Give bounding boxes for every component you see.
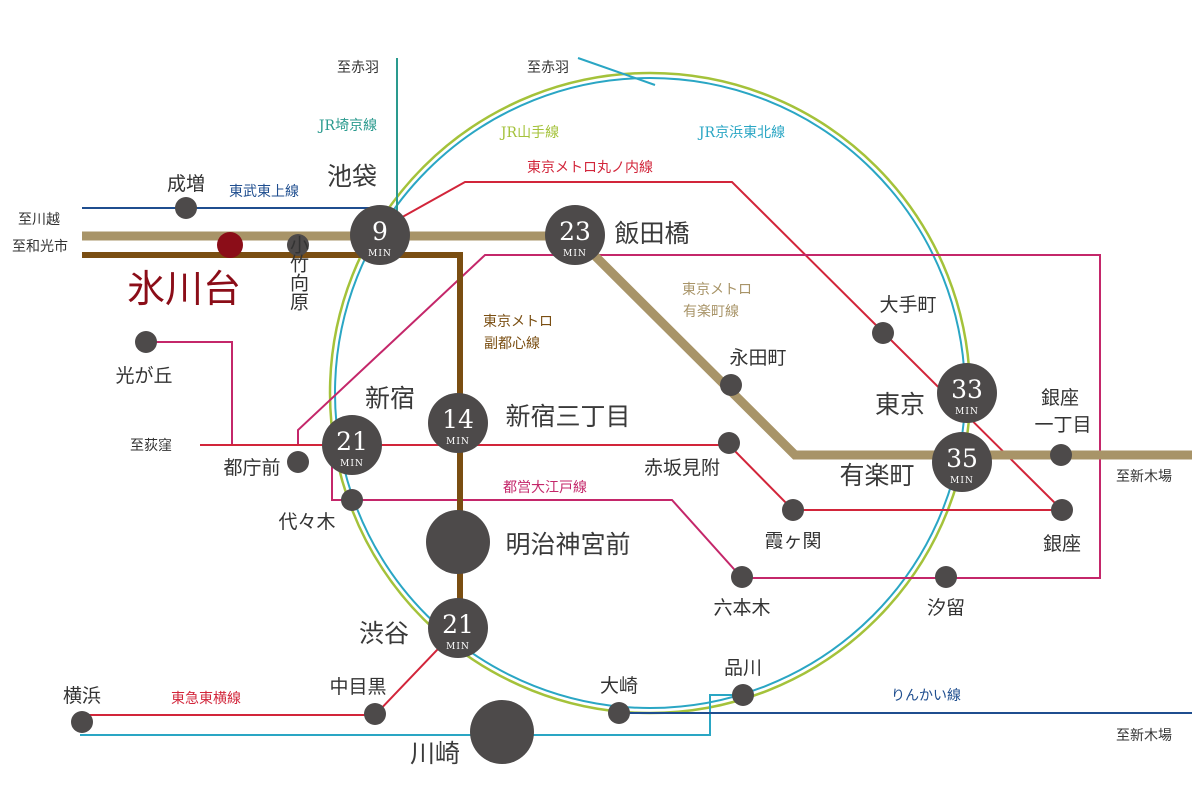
label-shinjuku-sanchome: 新宿三丁目 — [505, 402, 630, 431]
min-unit: MIN — [563, 249, 587, 259]
label-akasaka-mitsuke: 赤坂見附 — [644, 457, 720, 479]
line-label-rinkai: りんかい線 — [891, 688, 961, 704]
line-label-fukutoshin-2: 副都心線 — [484, 336, 540, 352]
label-shibuya: 渋谷 — [359, 619, 409, 648]
min-unit: MIN — [950, 476, 974, 486]
line-label-yurakucho-2: 有楽町線 — [683, 304, 739, 320]
label-ikebukuro: 池袋 — [327, 162, 377, 191]
marunouchi-line — [396, 181, 1063, 511]
minutes-tokyo: 33 — [951, 375, 983, 404]
label-yokohama: 横浜 — [63, 685, 101, 707]
line-label-fukutoshin-1: 東京メトロ — [483, 314, 553, 330]
station-otemachi — [872, 322, 894, 344]
station-shinjuku-badge: 21 MIN — [322, 415, 382, 475]
direction-shinkiba-yurakucho: 至新木場 — [1116, 469, 1172, 485]
label-ginza: 銀座 — [1043, 533, 1081, 555]
station-shiodome — [935, 566, 957, 588]
station-akasaka-mitsuke — [718, 432, 740, 454]
label-narimasu: 成増 — [167, 173, 205, 195]
home-station-label: 氷川台 — [127, 267, 241, 311]
station-yoyogi — [341, 489, 363, 511]
station-tochomae — [287, 451, 309, 473]
label-tokyo: 東京 — [875, 390, 925, 419]
direction-akabane-saikyo: 至赤羽 — [337, 60, 379, 76]
minutes-ikebukuro: 9 — [372, 217, 388, 246]
station-nakameguro — [364, 703, 386, 725]
oedo-line — [146, 254, 1101, 579]
station-shinjuku-sanchome-badge: 14 MIN — [428, 393, 488, 453]
line-label-toyoko: 東急東横線 — [171, 691, 241, 707]
minutes-shinjuku-sanchome: 14 — [442, 405, 474, 434]
jr-kawasaki-line — [80, 694, 743, 736]
station-yokohama — [71, 711, 93, 733]
label-shinagawa: 品川 — [724, 657, 762, 679]
label-nagatacho: 永田町 — [729, 347, 786, 369]
line-label-yurakucho-1: 東京メトロ — [682, 282, 752, 298]
station-ginza — [1051, 499, 1073, 521]
min-unit: MIN — [368, 249, 392, 259]
label-hikarigaoka: 光が丘 — [115, 365, 172, 387]
min-unit: MIN — [446, 642, 470, 652]
station-tokyo-badge: 33 MIN — [937, 363, 997, 423]
label-shinjuku: 新宿 — [365, 384, 415, 413]
min-unit: MIN — [340, 459, 364, 469]
line-label-marunouchi: 東京メトロ丸ノ内線 — [527, 160, 653, 176]
label-roppongi: 六本木 — [713, 597, 770, 619]
station-kasumigaseki — [782, 499, 804, 521]
label-kotakemukaihara: 小竹向原 — [287, 235, 309, 311]
direction-wakoshi: 至和光市 — [12, 238, 68, 255]
station-shibuya-badge: 21 MIN — [428, 598, 488, 658]
minutes-shinjuku: 21 — [336, 427, 368, 456]
min-unit: MIN — [955, 407, 979, 417]
label-tochomae: 都庁前 — [223, 457, 280, 479]
line-label-saikyo: JR埼京線 — [317, 118, 377, 134]
station-kawasaki — [470, 700, 534, 764]
station-hikarigaoka — [135, 331, 157, 353]
label-osaki: 大崎 — [600, 675, 638, 697]
keihin-tohoku-line — [577, 57, 656, 86]
label-yoyogi: 代々木 — [278, 511, 335, 533]
label-ginza-1chome-top: 銀座 — [1041, 387, 1079, 409]
label-kasumigaseki: 霞ヶ関 — [764, 530, 821, 552]
station-ginza-1chome — [1050, 444, 1072, 466]
station-osaki — [608, 702, 630, 724]
direction-shinkiba-rinkai: 至新木場 — [1116, 728, 1172, 744]
label-iidabashi: 飯田橋 — [614, 219, 689, 248]
station-roppongi — [731, 566, 753, 588]
line-label-keihin-tohoku: JR京浜東北線 — [697, 125, 785, 141]
label-meiji-jingumae: 明治神宮前 — [505, 530, 630, 559]
label-nakameguro: 中目黒 — [329, 676, 386, 698]
minutes-iidabashi: 23 — [559, 217, 591, 246]
station-yurakucho-badge: 35 MIN — [932, 432, 992, 492]
label-shiodome: 汐留 — [927, 597, 965, 619]
min-unit: MIN — [446, 437, 470, 447]
station-iidabashi-badge: 23 MIN — [545, 205, 605, 265]
station-shinagawa — [732, 684, 754, 706]
fukutoshin-line — [82, 252, 463, 628]
station-kotakemukaihara — [287, 234, 309, 256]
station-ikebukuro-badge: 9 MIN — [350, 205, 410, 265]
line-label-tobu-tojo: 東武東上線 — [229, 184, 299, 200]
direction-ogikubo: 至荻窪 — [130, 437, 172, 454]
station-nagatacho — [720, 374, 742, 396]
station-narimasu — [175, 197, 197, 219]
label-kawasaki: 川崎 — [410, 739, 460, 768]
direction-akabane-keihin: 至赤羽 — [527, 60, 569, 76]
yurakucho-line — [82, 231, 1192, 460]
station-meiji-jingumae — [426, 510, 490, 574]
station-hikawadai — [217, 232, 243, 258]
line-label-yamanote: JR山手線 — [499, 125, 559, 141]
label-yurakucho: 有楽町 — [839, 461, 914, 490]
label-otemachi: 大手町 — [879, 294, 936, 316]
label-ginza-1chome-bottom: 一丁目 — [1034, 414, 1091, 436]
direction-kawagoe: 至川越 — [18, 212, 60, 228]
line-label-oedo: 都営大江戸線 — [503, 480, 587, 496]
minutes-shibuya: 21 — [442, 610, 474, 639]
minutes-yurakucho: 35 — [946, 444, 978, 473]
